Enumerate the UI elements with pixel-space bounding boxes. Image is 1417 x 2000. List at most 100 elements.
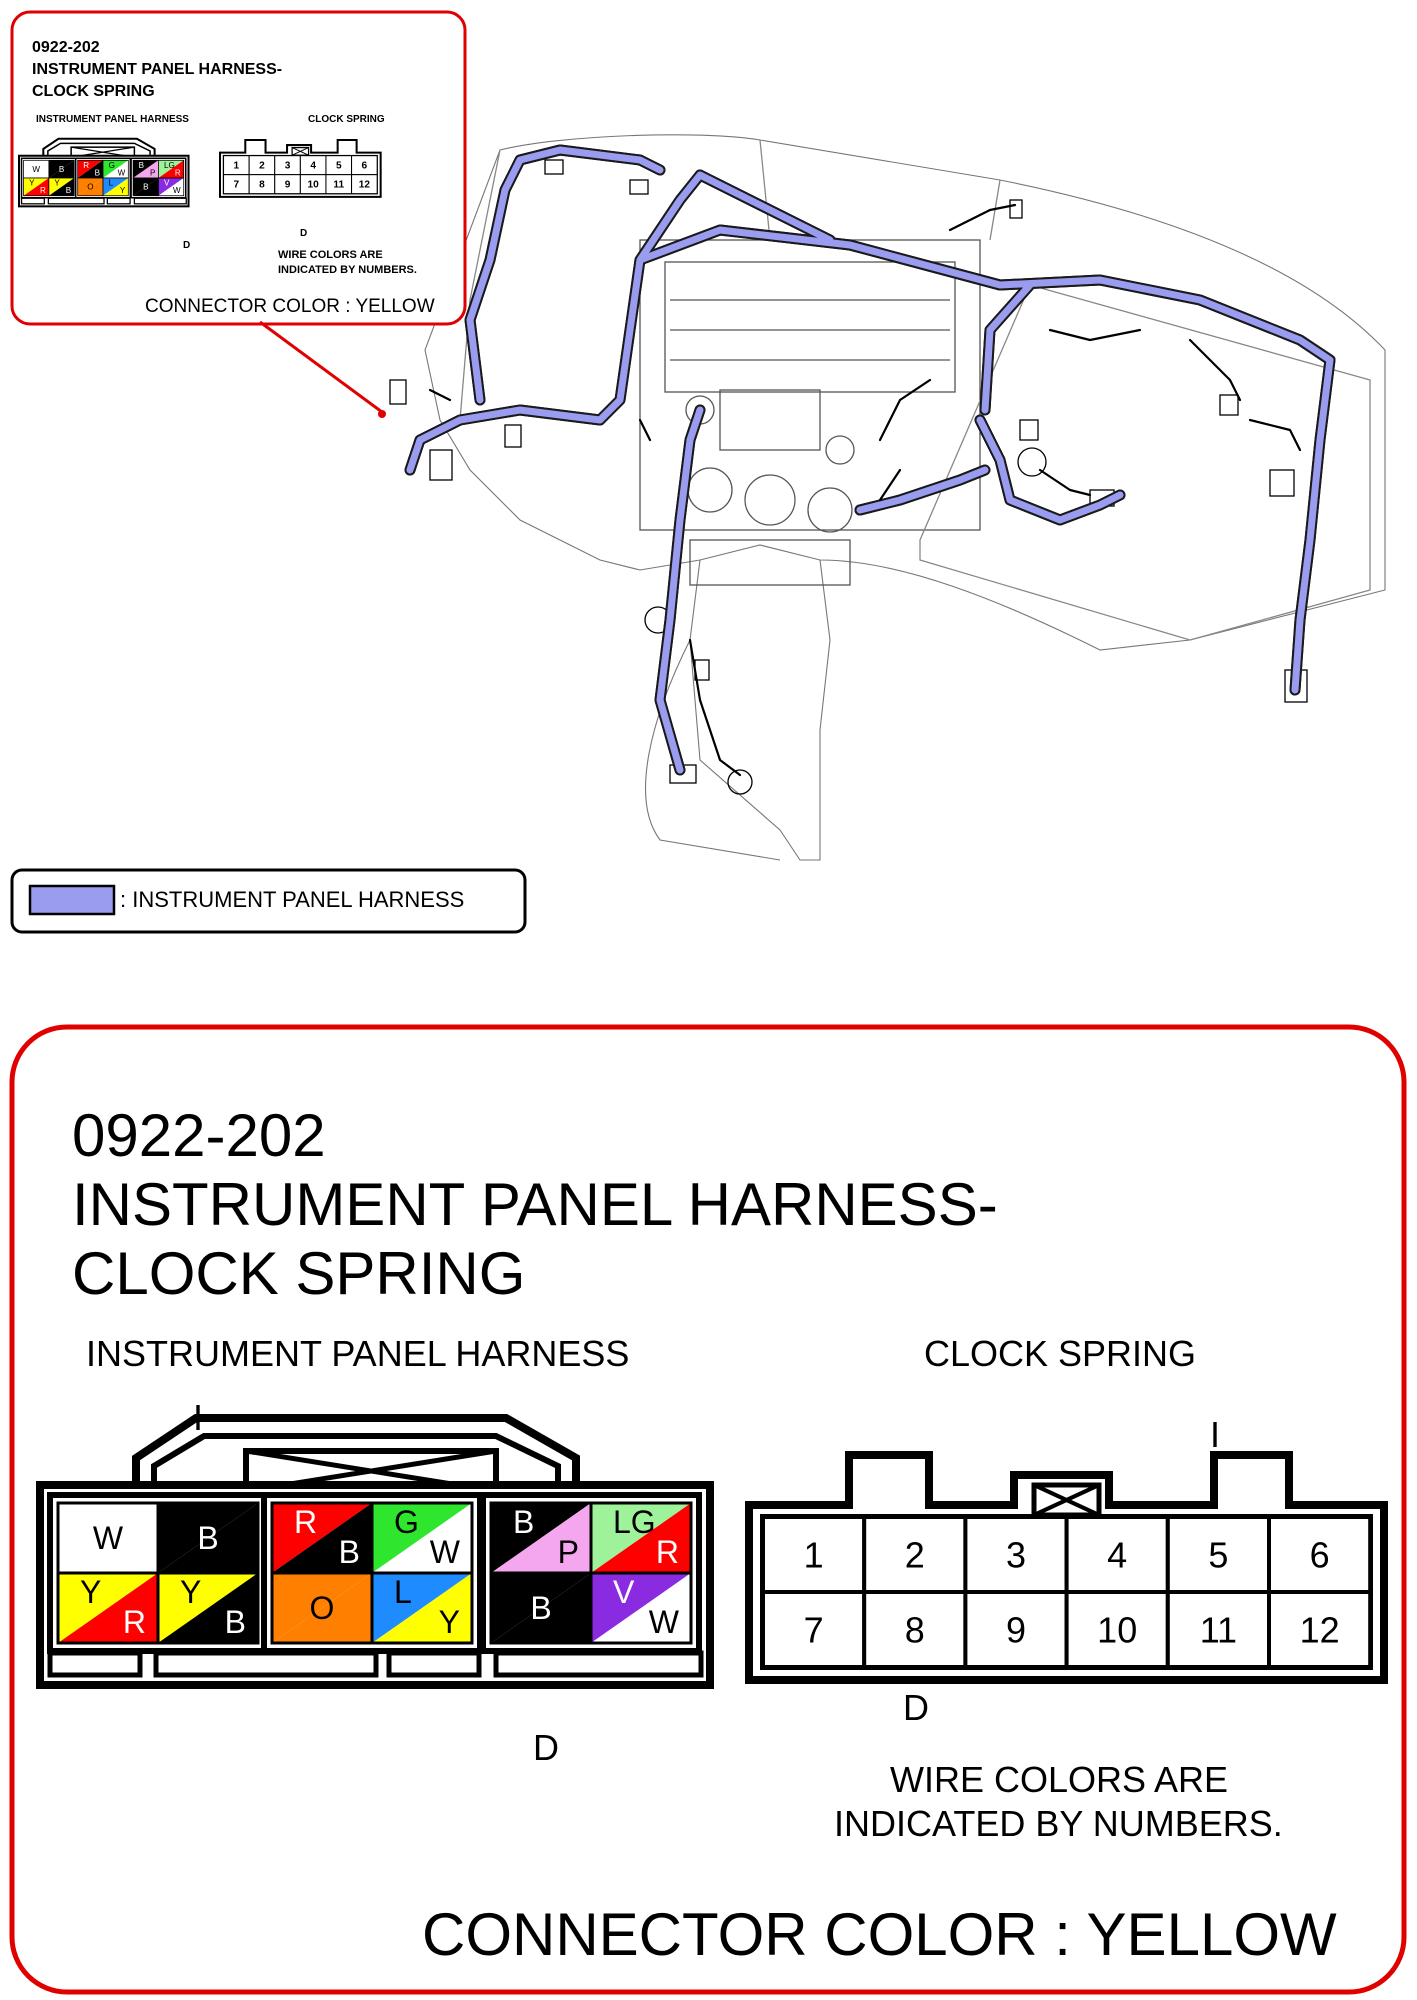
harness-pin-1-color-a: W <box>93 1520 124 1556</box>
inset-harness-pin-6-color-b: R <box>175 168 181 177</box>
inset-harness-slot-2 <box>47 197 105 205</box>
clock-pin-9-number: 9 <box>1006 1610 1026 1651</box>
harness-pin-9-color-a: O <box>310 1590 335 1626</box>
harness-marker-d: D <box>533 1727 559 1768</box>
harness-pin-8-color-a: Y <box>180 1574 201 1610</box>
inset-harness-pin-4-color-a: G <box>109 161 115 170</box>
inset-harness-pin-1-color-a: W <box>32 165 40 174</box>
inset-note-line2: INDICATED BY NUMBERS. <box>278 264 417 276</box>
harness-pin-7-color-b: R <box>123 1604 146 1640</box>
inset-clock-pin-3: 3 <box>274 155 301 176</box>
legend-swatch <box>28 884 116 916</box>
inset-left-label: INSTRUMENT PANEL HARNESS <box>36 114 189 125</box>
clock-marker-i: I <box>1210 1414 1220 1455</box>
harness-hood <box>132 1414 580 1483</box>
clock-pin-12: 12 <box>1267 1590 1373 1669</box>
inset-clock-pin-1-number: 1 <box>234 160 240 171</box>
inset-clock-pin-11-number: 11 <box>333 179 344 190</box>
inset-harness-pin-6: LGR <box>158 159 185 179</box>
harness-legend: : INSTRUMENT PANEL HARNESS <box>10 868 527 934</box>
wire-colors-note-line1: WIRE COLORS ARE <box>890 1759 1228 1800</box>
inset-harness-pin-10-color-b: Y <box>120 186 126 195</box>
clock-pin-10-number: 10 <box>1097 1610 1137 1651</box>
harness-pin-10-color-b: Y <box>439 1604 460 1640</box>
harness-pin-7: YR <box>56 1571 160 1645</box>
inset-clock-pin-8-number: 8 <box>259 179 265 190</box>
harness-pin-6-color-b: R <box>656 1534 679 1570</box>
inset-clock-pin-11: 11 <box>325 174 353 195</box>
inset-harness-pin-7: YR <box>23 177 50 197</box>
inset-harness-pin-3: RB <box>77 159 104 179</box>
inset-clock-pin-12-number: 12 <box>359 179 371 190</box>
wire-colors-note-line2: INDICATED BY NUMBERS. <box>834 1803 1283 1844</box>
inset-clock-pin-5-number: 5 <box>336 160 342 171</box>
connector-inset-callout: 0922-202 INSTRUMENT PANEL HARNESS- CLOCK… <box>10 10 467 418</box>
clock-pin-2: 2 <box>862 1515 968 1594</box>
clock-pin-7: 7 <box>761 1590 867 1669</box>
harness-pin-8-color-b: B <box>225 1604 246 1640</box>
inset-harness-pin-8: YB <box>48 177 75 197</box>
inset-clock-pin-10-number: 10 <box>308 179 320 190</box>
inset-harness-pin-12: VW <box>158 177 185 197</box>
inset-harness-pin-8-color-a: Y <box>54 179 60 188</box>
harness-pin-2-color-a: B <box>197 1520 218 1556</box>
connector-code: 0922-202 <box>72 1102 326 1169</box>
clock-pin-3: 3 <box>963 1515 1069 1594</box>
inset-clock-pin-2-number: 2 <box>259 160 265 171</box>
harness-pin-1: W <box>56 1501 160 1575</box>
inset-clock-pin-4: 4 <box>299 155 327 176</box>
harness-pin-9: O <box>270 1571 374 1645</box>
clock-pin-5-number: 5 <box>1208 1535 1228 1576</box>
inset-note-line1: WIRE COLORS ARE <box>278 249 383 261</box>
inset-harness-pin-11-color-a: B <box>143 183 148 192</box>
inset-harness-pin-6-color-a: LG <box>164 161 175 170</box>
legend-text: : INSTRUMENT PANEL HARNESS <box>120 887 464 912</box>
inset-clock-pin-6-number: 6 <box>362 160 368 171</box>
harness-pin-10-color-a: L <box>394 1574 412 1610</box>
clock-pin-6: 6 <box>1267 1515 1373 1594</box>
clock-pin-2-number: 2 <box>905 1535 925 1576</box>
inset-clock-pin-2: 2 <box>248 155 276 176</box>
harness-pin-6: LGR <box>589 1501 693 1575</box>
harness-pin-3: RB <box>270 1501 374 1575</box>
harness-pin-4: GW <box>370 1501 474 1575</box>
inset-title-line2: CLOCK SPRING <box>32 83 155 100</box>
inset-right-label: CLOCK SPRING <box>308 114 385 125</box>
clock-spring-side-label: CLOCK SPRING <box>924 1333 1196 1374</box>
inset-harness-pin-12-color-a: V <box>164 179 170 188</box>
connector-color-label: CONNECTOR COLOR : YELLOW <box>422 1901 1337 1968</box>
harness-pin-5-color-a: B <box>513 1504 534 1540</box>
harness-pin-5: BP <box>489 1501 593 1575</box>
harness-slot-1 <box>47 1650 143 1678</box>
clock-pin-11-number: 11 <box>1200 1610 1237 1651</box>
inset-harness-pin-3-color-b: B <box>95 168 100 177</box>
instrument-panel-illustration <box>389 134 1386 861</box>
inset-clock-pin-9-number: 9 <box>285 179 291 190</box>
inset-harness-pin-1: W <box>23 159 50 179</box>
harness-pin-4-color-a: G <box>394 1504 419 1540</box>
connector-title-line1: INSTRUMENT PANEL HARNESS- <box>72 1171 998 1238</box>
inset-harness-pin-3-color-a: R <box>83 161 89 170</box>
clock-pin-12-number: 12 <box>1300 1610 1340 1651</box>
inset-harness-pin-7-color-a: Y <box>29 179 35 188</box>
inset-harness-slot-1 <box>20 197 45 205</box>
inset-marker-d-left: D <box>183 240 190 251</box>
inset-harness-pin-10-color-a: L <box>109 179 114 188</box>
inset-harness-pin-12-color-b: W <box>173 186 181 195</box>
harness-marker-i: I <box>193 1397 203 1438</box>
inset-clock-pin-4-number: 4 <box>310 160 316 171</box>
inset-harness-pin-2-color-a: B <box>59 165 64 174</box>
inset-harness-pin-11: B <box>132 177 159 197</box>
inset-clock-pin-7: 7 <box>223 174 250 195</box>
connector-detail-panel: 0922-202 INSTRUMENT PANEL HARNESS- CLOCK… <box>9 1024 1407 1995</box>
harness-slot-4 <box>493 1650 704 1678</box>
clock-pin-4: 4 <box>1064 1515 1170 1594</box>
clock-pin-3-number: 3 <box>1006 1535 1026 1576</box>
inset-clock-pin-8: 8 <box>248 174 276 195</box>
inset-harness-pin-10: LY <box>102 177 129 197</box>
clock-pin-9: 9 <box>963 1590 1069 1669</box>
harness-pin-2: B <box>156 1501 260 1575</box>
